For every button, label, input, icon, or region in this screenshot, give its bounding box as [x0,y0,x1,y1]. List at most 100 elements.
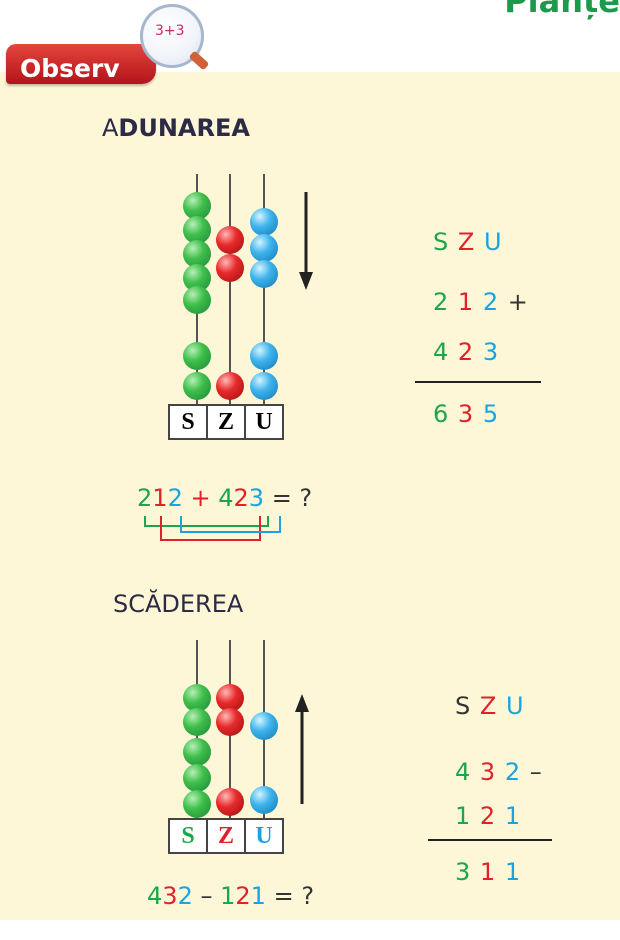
subtraction-equation: 432 – 121 = ? [147,882,314,910]
equals-question: = ? [264,484,313,512]
label-z: Z [208,406,246,438]
digit: 3 [479,758,497,786]
digit: 4 [433,338,450,366]
rod-tens [229,174,231,404]
header-s: S [433,228,450,256]
addition-title-prefix: A [102,114,119,142]
up-arrow-icon [295,694,309,804]
page-title: Planțe [504,0,620,20]
bead-green [183,286,211,314]
header-z: Z [457,228,476,256]
equals-question: = ? [265,882,315,910]
label-u: U [255,409,273,435]
digit: 1 [504,858,522,886]
place-value-header: S Z U [455,692,525,720]
digit: 2 [482,288,500,316]
addition-title-main: DUNAREA [118,114,250,142]
header-u: U [483,228,503,256]
label-u: U [255,823,273,849]
minus-sign: – [192,882,221,910]
bead-blue [250,342,278,370]
place-value-header: S Z U [433,228,503,256]
digit: 4 [218,484,234,512]
digit: 2 [235,882,251,910]
bead-red [216,254,244,282]
rod-units [263,174,265,404]
bead-blue [250,234,278,262]
bead-blue [250,786,278,814]
bead-red [216,372,244,400]
bead-green [183,764,211,792]
digit: 5 [482,400,500,428]
addend-row-2: 4 2 3 [433,338,499,366]
digit: 2 [177,882,193,910]
digit: 2 [433,288,450,316]
digit: 3 [248,484,265,512]
digit: 4 [455,758,472,786]
plus-sign: + [182,484,219,512]
magnifier-handle [188,50,210,71]
observ-badge: Observ [6,44,156,84]
bead-blue [250,712,278,740]
header-z: Z [479,692,498,720]
observ-label: Observ [20,54,120,83]
digit: 2 [457,338,475,366]
place-value-brackets [144,516,281,541]
bead-green [183,192,211,220]
plus-sign: + [507,288,529,316]
digit: 1 [479,858,497,886]
digit: 1 [152,484,168,512]
digit: 2 [479,802,497,830]
digit: 2 [137,484,153,512]
bead-green [183,342,211,370]
digit: 1 [250,882,266,910]
bead-red [216,788,244,816]
addend-row-1: 2 1 2 + [433,288,529,316]
subtraction-title: SCĂDEREA [113,590,244,618]
digit: 1 [504,802,522,830]
digit: 1 [457,288,475,316]
difference-line [428,839,552,841]
header-u: U [505,692,525,720]
bead-green [183,216,211,244]
label-s: S [170,406,208,438]
bead-red [216,226,244,254]
bead-blue [250,208,278,236]
digit: 2 [167,484,183,512]
result-row: 6 3 5 [433,400,499,428]
digit: 3 [162,882,178,910]
bead-green [183,790,211,818]
abacus-labels: S Z U [168,818,284,854]
magnifier-text: 3+3 [155,23,185,39]
digit: 3 [482,338,500,366]
label-s: S [170,820,208,852]
sum-line [415,381,541,383]
bead-blue [250,260,278,288]
bead-blue [250,372,278,400]
observ-tab: Observ 3+3 [6,4,210,84]
digit: 4 [147,882,163,910]
addition-title: ADUNAREA [102,114,250,142]
abacus-labels: S Z U [168,404,284,440]
bead-green [183,372,211,400]
bead-green [183,708,211,736]
result-row: 3 1 1 [455,858,521,886]
header-s: S [455,692,472,720]
down-arrow-icon [299,192,313,290]
label-z: Z [208,820,246,852]
digit: 1 [220,882,236,910]
digit: 2 [504,758,522,786]
bead-red [216,684,244,712]
minuend-row: 4 3 2 – [455,758,543,786]
minus-sign: – [529,758,543,786]
digit: 1 [455,802,472,830]
addition-equation: 212 + 423 = ? [137,484,312,512]
digit: 2 [233,484,249,512]
bead-green [183,240,211,268]
digit: 3 [457,400,475,428]
bead-green [183,738,211,766]
exercise-panel [0,72,620,920]
digit: 6 [433,400,450,428]
digit: 3 [455,858,472,886]
bead-red [216,708,244,736]
